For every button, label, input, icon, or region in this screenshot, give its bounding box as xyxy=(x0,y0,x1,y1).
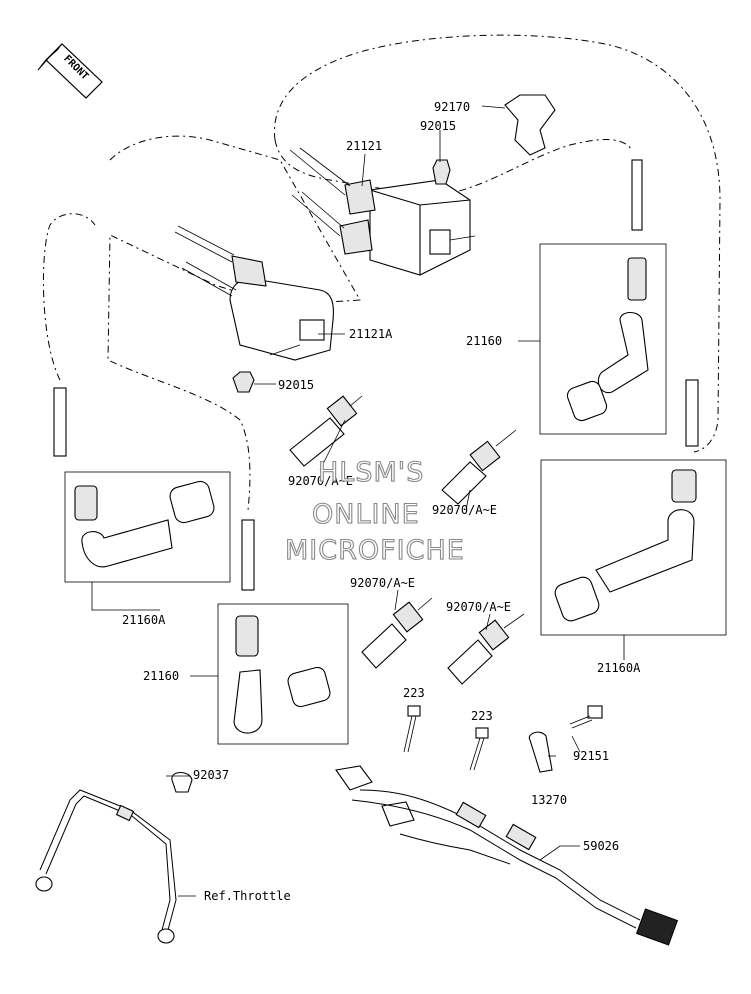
watermark: HLSM'S ONLINE MICROFICHE xyxy=(284,456,465,566)
bolt-223-a xyxy=(403,705,421,753)
spark-plug-3 xyxy=(361,597,433,669)
bolt-92151 xyxy=(569,705,603,729)
label-92070-4: 92070/A~E xyxy=(446,600,511,614)
label-21160A-left: 21160A xyxy=(122,613,166,627)
label-13270: 13270 xyxy=(531,793,567,807)
plug-cap-group-21160-right xyxy=(539,159,667,435)
watermark-line-1: HLSM'S xyxy=(318,457,424,488)
clip-92170 xyxy=(504,94,556,156)
front-arrow-icon: FRONT xyxy=(37,43,103,99)
bolt-223-b xyxy=(469,727,489,771)
label-92037: 92037 xyxy=(193,768,229,782)
plug-cap-group-21160-left xyxy=(217,519,349,745)
throttle-bracket xyxy=(35,771,193,944)
label-21121: 21121 xyxy=(346,139,382,153)
left-lead-outline xyxy=(42,213,96,381)
label-92151: 92151 xyxy=(573,749,609,763)
watermark-line-3: MICROFICHE xyxy=(285,535,465,566)
leader-lines xyxy=(91,105,625,897)
label-92015-mid: 92015 xyxy=(278,378,314,392)
coil-group-outline-inner xyxy=(274,139,633,196)
plug-cap-group-21160A-left xyxy=(53,387,231,583)
label-21160A-right: 21160A xyxy=(597,661,641,675)
watermark-line-2: ONLINE xyxy=(312,499,420,530)
label-21160-right-top: 21160 xyxy=(466,334,502,348)
ignition-coil-21121A xyxy=(174,225,334,361)
spark-plug-4 xyxy=(447,613,525,685)
label-21121A: 21121A xyxy=(349,327,393,341)
label-92070-2: 92070/A~E xyxy=(432,503,497,517)
grommet-92015-mid xyxy=(232,371,255,393)
label-223-a: 223 xyxy=(403,686,425,700)
plug-cap-group-21160A-right xyxy=(540,379,727,636)
label-ref-throttle: Ref.Throttle xyxy=(204,889,291,903)
clamp-13270 xyxy=(528,731,553,773)
coil-group-outline xyxy=(273,34,721,453)
spark-plug-1 xyxy=(289,395,363,467)
label-92170: 92170 xyxy=(434,100,470,114)
spark-plug-2 xyxy=(441,429,517,505)
wire-harness-59026 xyxy=(335,765,679,946)
ignition-coil-21121 xyxy=(289,147,476,276)
grommet-92015-top xyxy=(432,159,451,185)
label-21160-left: 21160 xyxy=(143,669,179,683)
label-92070-1: 92070/A~E xyxy=(288,474,353,488)
label-92070-3: 92070/A~E xyxy=(350,576,415,590)
label-59026: 59026 xyxy=(583,839,619,853)
label-223-b: 223 xyxy=(471,709,493,723)
label-92015-top: 92015 xyxy=(420,119,456,133)
